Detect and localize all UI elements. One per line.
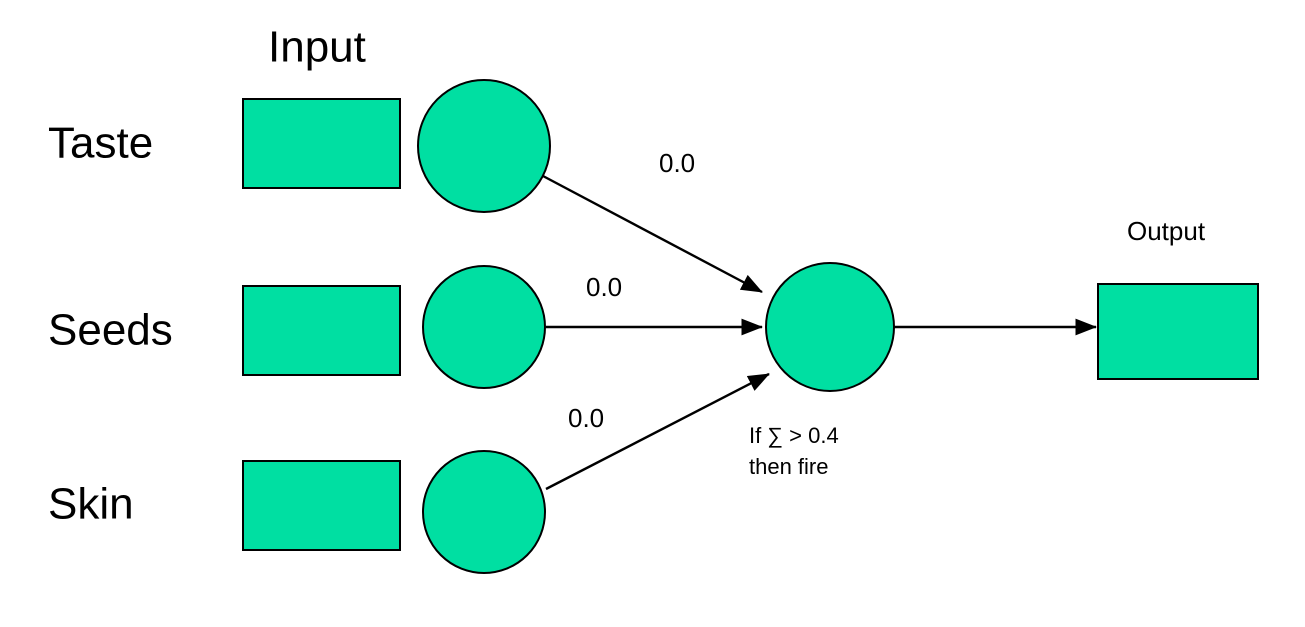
threshold-rule-line2: then fire xyxy=(749,454,829,479)
edge-taste-to-sum xyxy=(542,174,763,294)
input-box-taste[interactable] xyxy=(242,98,401,189)
output-column-title: Output xyxy=(1127,216,1206,246)
input-column-title: Input xyxy=(268,23,366,72)
weight-label-taste: 0.0 xyxy=(659,148,695,178)
input-neuron-taste[interactable] xyxy=(417,79,551,213)
weight-label-seeds: 0.0 xyxy=(586,272,622,302)
summation-neuron[interactable] xyxy=(765,262,895,392)
row-label-taste: Taste xyxy=(48,119,153,168)
output-box[interactable] xyxy=(1097,283,1259,380)
input-box-seeds[interactable] xyxy=(242,285,401,376)
input-neuron-seeds[interactable] xyxy=(422,265,546,389)
input-box-skin[interactable] xyxy=(242,460,401,551)
input-neuron-skin[interactable] xyxy=(422,450,546,574)
edge-skin-to-sum xyxy=(545,372,770,491)
threshold-rule-line1: If ∑ > 0.4 xyxy=(749,423,839,448)
row-label-seeds: Seeds xyxy=(48,306,173,355)
weight-label-skin: 0.0 xyxy=(568,403,604,433)
row-label-skin: Skin xyxy=(48,480,134,529)
